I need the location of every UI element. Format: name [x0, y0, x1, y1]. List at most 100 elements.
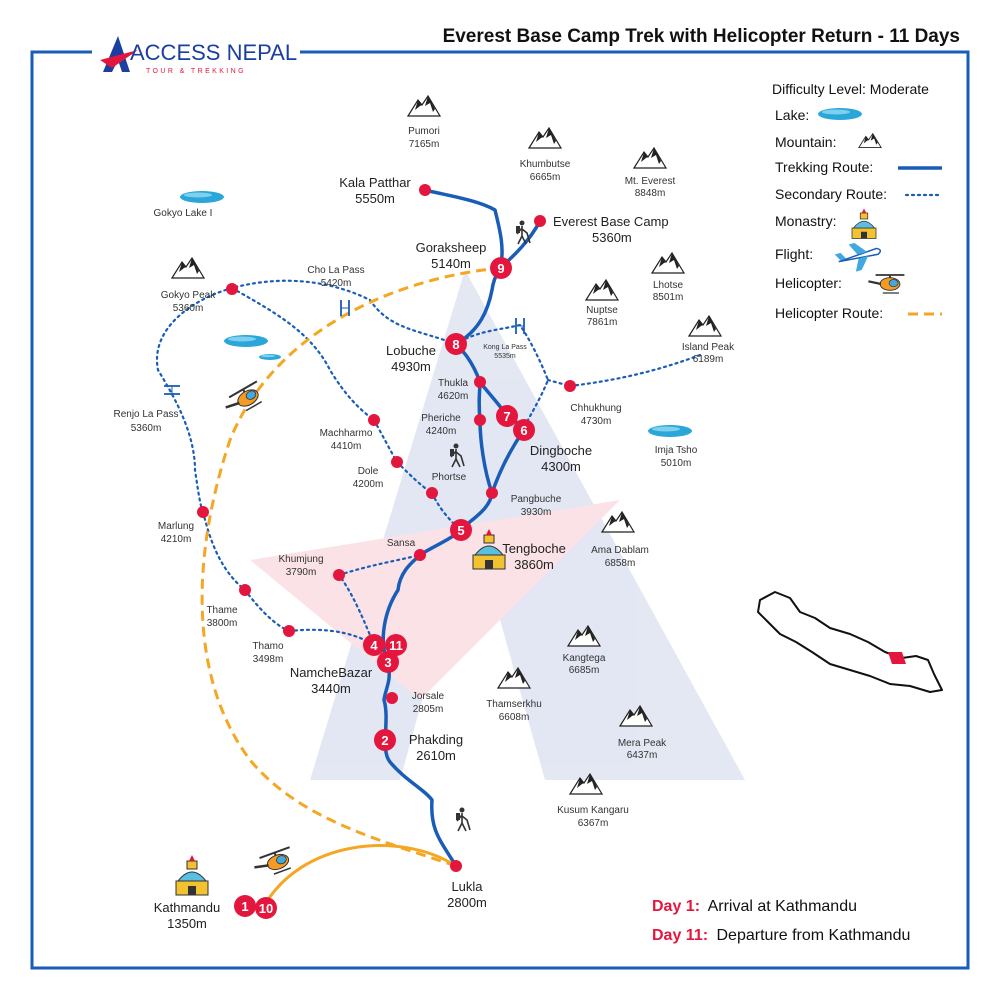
place-elev: 3930m — [521, 507, 552, 518]
place-elev: 5535m — [494, 353, 516, 360]
mountain-ama-dablam: Ama Dablam 6858m — [591, 511, 649, 569]
mountain-kangtega: Kangtega 6685m — [563, 625, 606, 676]
svg-text:5360m: 5360m — [173, 303, 204, 314]
svg-text:Ama Dablam: Ama Dablam — [591, 545, 649, 556]
place-name: Jorsale — [412, 691, 445, 702]
place-name: Sansa — [387, 538, 416, 549]
mountain-mera-peak: Mera Peak 6437m — [618, 705, 667, 761]
place-elev: 4930m — [391, 359, 431, 374]
legend-helicopter: Helicopter: — [775, 275, 842, 291]
place-name: Lukla — [451, 879, 483, 894]
day-marker-7: 7 — [496, 405, 518, 427]
mountain-icon — [528, 127, 562, 149]
legend: Difficulty Level: Moderate Lake: Mountai… — [772, 81, 944, 321]
svg-text:6437m: 6437m — [627, 750, 658, 761]
place-name: Goraksheep — [416, 240, 487, 255]
place-elev: 5360m — [592, 230, 632, 245]
mountain-gokyo-peak: Gokyo Peak 5360m — [161, 257, 216, 314]
svg-text:6: 6 — [520, 423, 527, 438]
svg-text:Thamserkhu: Thamserkhu — [486, 699, 542, 710]
svg-text:9: 9 — [497, 261, 504, 276]
place-elev: 4240m — [426, 426, 457, 437]
logo-name: ACCESS NEPAL — [130, 40, 297, 65]
place-elev: 5420m — [321, 278, 352, 289]
lake-icon — [180, 191, 224, 203]
svg-text:8848m: 8848m — [635, 188, 666, 199]
mountain-lhotse: Lhotse 8501m — [651, 252, 685, 303]
place-elev: 3860m — [514, 557, 554, 572]
svg-text:7165m: 7165m — [409, 139, 440, 150]
place-elev: 1350m — [167, 916, 207, 931]
day-note-11: Day 11: Departure from Kathmandu — [652, 927, 910, 944]
place-labels: Kala Patthar 5550m Everest Base Camp 536… — [113, 175, 668, 931]
place-elev: 4200m — [353, 479, 384, 490]
watermark-logo — [250, 270, 745, 780]
day-marker-9: 9 — [490, 257, 512, 279]
svg-text:10: 10 — [259, 901, 273, 916]
svg-text:Lhotse: Lhotse — [653, 280, 683, 291]
place-elev: 4210m — [161, 534, 192, 545]
place-elev: 5140m — [431, 256, 471, 271]
place-elev: 4410m — [331, 441, 362, 452]
svg-text:Gokyo Lake I: Gokyo Lake I — [154, 208, 213, 219]
mountain-icon — [407, 95, 441, 117]
place-name: NamcheBazar — [290, 665, 373, 680]
helicopter-route — [200, 266, 501, 909]
svg-text:8: 8 — [452, 337, 459, 352]
svg-text:Khumbutse: Khumbutse — [520, 159, 571, 170]
day-notes: Day 1: Arrival at Kathmandu Day 11: Depa… — [652, 898, 910, 944]
place-name: Everest Base Camp — [553, 214, 669, 229]
legend-difficulty: Difficulty Level: Moderate — [772, 81, 929, 97]
place-name: Phakding — [409, 732, 463, 747]
place-elev: 2805m — [413, 704, 444, 715]
svg-text:6685m: 6685m — [569, 665, 600, 676]
svg-text:6189m: 6189m — [693, 354, 724, 365]
legend-trekking-route: Trekking Route: — [775, 159, 873, 175]
kathmandu-monastery-icon — [175, 854, 209, 896]
day-marker-2: 2 — [374, 729, 396, 751]
place-name: Chhukhung — [570, 403, 621, 414]
day-note-1: Day 1: Arrival at Kathmandu — [652, 898, 857, 915]
mountain-pumori: Pumori 7165m — [407, 95, 441, 150]
svg-text:Pumori: Pumori — [408, 126, 440, 137]
mountain-island-peak: Island Peak 6189m — [682, 315, 735, 365]
lake-icon — [259, 354, 281, 360]
svg-text:4: 4 — [370, 638, 378, 653]
svg-text:Nuptse: Nuptse — [586, 305, 618, 316]
svg-text:Kangtega: Kangtega — [563, 653, 606, 664]
place-name: Renjo La Pass — [113, 409, 178, 420]
place-elev: 3790m — [286, 567, 317, 578]
map-title: Everest Base Camp Trek with Helicopter R… — [443, 26, 960, 47]
place-elev: 3440m — [311, 681, 351, 696]
svg-text:1: 1 — [241, 899, 248, 914]
mountain-icon — [601, 511, 635, 533]
place-elev: 5360m — [131, 423, 162, 434]
lake-imja-tsho: Imja Tsho 5010m — [648, 425, 698, 469]
svg-text:Mera Peak: Mera Peak — [618, 738, 667, 749]
place-elev: 4620m — [438, 391, 469, 402]
place-name: Pheriche — [421, 413, 461, 424]
place-name: Pangbuche — [511, 494, 562, 505]
place-elev: 3498m — [253, 654, 284, 665]
day-marker-4: 4 — [363, 634, 385, 656]
renjo-la-bridge-icon — [163, 385, 181, 395]
place-name: Cho La Pass — [307, 265, 364, 276]
region-highlight — [888, 652, 906, 664]
svg-text:5010m: 5010m — [661, 458, 692, 469]
legend-lake: Lake: — [775, 107, 809, 123]
nepal-outline-inset — [757, 591, 943, 693]
place-name: Thukla — [438, 378, 468, 389]
mountain-everest: Mt. Everest 8848m — [625, 147, 675, 199]
place-name: Machharmo — [320, 428, 373, 439]
place-name: Dingboche — [530, 443, 592, 458]
place-name: Khumjung — [278, 554, 323, 565]
day-marker-11: 11 — [385, 634, 407, 656]
place-name: Lobuche — [386, 343, 436, 358]
svg-text:8501m: 8501m — [653, 292, 684, 303]
lake-icon — [648, 425, 692, 437]
place-elev: 4730m — [581, 416, 612, 427]
logo-tagline: TOUR & TREKKING — [146, 68, 246, 75]
day-marker-10: 10 — [255, 897, 277, 919]
svg-text:Kusum Kangaru: Kusum Kangaru — [557, 805, 629, 816]
